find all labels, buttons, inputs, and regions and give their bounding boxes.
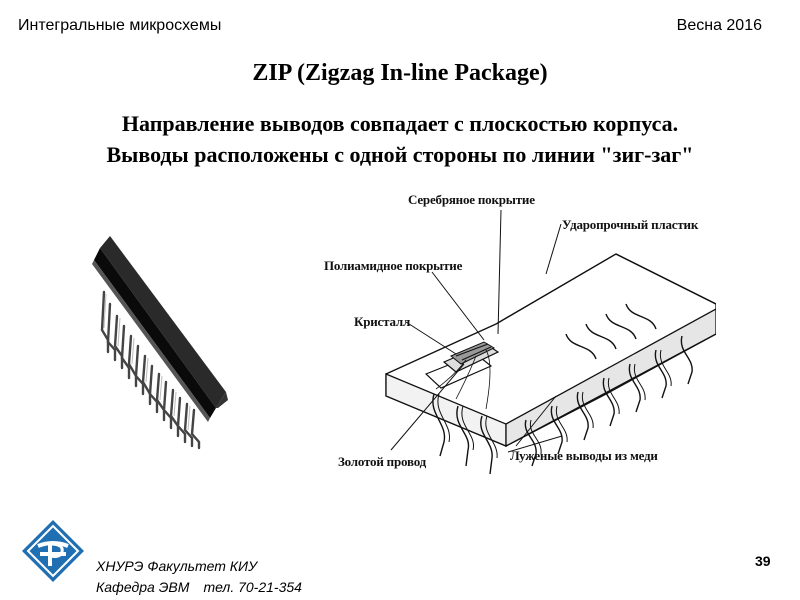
label-copper-leads: Луженые выводы из меди: [510, 448, 658, 463]
course-title: Интегральные микросхемы: [18, 17, 222, 34]
page-number: 39: [755, 553, 771, 569]
footer-phone: тел. 70-21-354: [203, 579, 302, 595]
footer-organization: ХНУРЭ Факультет КИУ: [96, 558, 258, 574]
zip-cross-section-diagram: Серебряное покрытие Ударопрочный пластик…: [324, 192, 716, 475]
term-label: Весна 2016: [676, 17, 762, 34]
slide-title: ZIP (Zigzag In-line Package): [252, 60, 548, 86]
university-logo: [22, 520, 84, 582]
label-gold-wire: Золотой провод: [338, 454, 427, 469]
zip-package-photo: [92, 236, 228, 450]
description-line-2: Выводы расположены с одной стороны по ли…: [106, 142, 694, 167]
description-line-1: Направление выводов совпадает с плоскост…: [121, 111, 679, 136]
label-silver-coating: Серебряное покрытие: [408, 192, 535, 207]
label-crystal: Кристалл: [354, 314, 410, 329]
label-impact-plastic: Ударопрочный пластик: [562, 217, 699, 232]
footer-department: Кафедра ЭВМ тел. 70-21-354: [96, 579, 302, 595]
footer-dept-name: Кафедра ЭВМ: [96, 579, 190, 595]
label-polyimide-coating: Полиамидное покрытие: [324, 258, 463, 273]
